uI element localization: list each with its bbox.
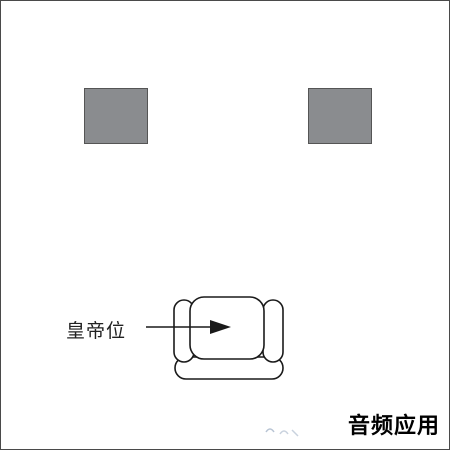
left-speaker xyxy=(84,88,148,144)
armchair xyxy=(173,296,284,380)
watermark-decoration-icon xyxy=(265,428,299,437)
right-speaker xyxy=(308,88,372,144)
armchair-right-arm xyxy=(262,299,284,363)
pointer-arrow xyxy=(146,320,231,334)
sweet-spot-label: 皇帝位 xyxy=(66,320,127,342)
brand-watermark: 音频应用 xyxy=(347,414,440,439)
